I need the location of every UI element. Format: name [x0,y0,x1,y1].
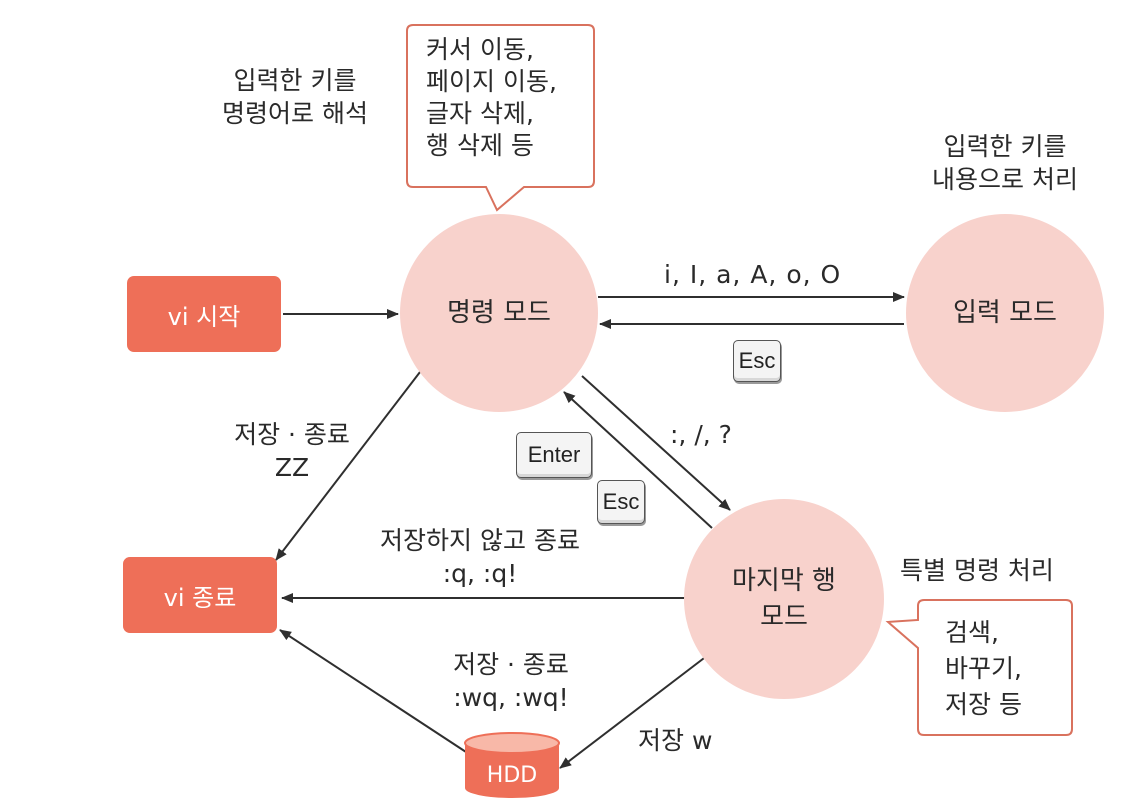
esc-insert-key: Esc [733,340,781,382]
save-w-label: 저장 w [638,726,713,755]
arrow-last-line-to-command [563,391,713,529]
insert-mode-label: 입력 모드 [953,298,1057,328]
insert-mode-node: 입력 모드 [906,214,1104,412]
vi-quit-label: vi 종료 [163,583,237,612]
save-quit-zz-label: 저장 · 종료 ZZ [212,418,372,484]
save-quit-zz-line-1: 저장 · 종료 [234,420,350,449]
command-interpret-line-2: 명령어로 해석 [222,99,368,128]
last-line-bubble-line-3: 저장 등 [945,690,1022,719]
command-bubble-line-1: 커서 이동, [426,35,534,64]
command-interpret-note: 입력한 키를 명령어로 해석 [200,64,390,130]
last-line-mode-label-1: 마지막 행 [732,566,836,596]
insert-interpret-line-1: 입력한 키를 [943,132,1067,161]
command-mode-node: 명령 모드 [400,214,598,412]
special-command-note: 특별 명령 처리 [900,556,1054,585]
command-bubble-text: 커서 이동, 페이지 이동, 글자 삭제, 행 삭제 등 [426,34,557,162]
arrow-command-to-last-line [581,375,731,511]
save-quit-zz-line-2: ZZ [274,453,310,482]
command-interpret-line-1: 입력한 키를 [233,66,357,95]
hdd-cylinder-icon [464,732,560,798]
quit-no-save-line-2: :q, :q! [442,559,518,588]
last-line-bubble-outline [885,599,1073,736]
save-quit-wq-line-2: :wq, :wq! [453,683,569,712]
arrow-hdd-to-quit [279,629,467,753]
quit-no-save-line-1: 저장하지 않고 종료 [380,526,580,555]
vi-start-label: vi 시작 [167,302,241,331]
enter-key: Enter [516,432,592,478]
insert-interpret-note: 입력한 키를 내용으로 처리 [905,130,1105,196]
quit-no-save-label: 저장하지 않고 종료 :q, :q! [360,524,600,590]
last-line-bubble-line-2: 바꾸기, [945,654,1022,683]
vi-quit-box: vi 종료 [123,557,277,633]
command-bubble-line-4: 행 삭제 등 [426,131,534,160]
command-bubble-outline [406,24,595,212]
command-bubble-line-3: 글자 삭제, [426,99,534,128]
vi-start-box: vi 시작 [127,276,281,352]
to-insert-keys-label: i, I, a, A, o, O [664,260,842,289]
save-quit-wq-line-1: 저장 · 종료 [453,650,569,679]
arrow-command-to-quit [275,371,421,561]
arrow-last-line-to-hdd [559,651,713,769]
to-last-line-keys-label: :, /, ? [670,420,732,449]
last-line-bubble-line-1: 검색, [945,618,999,647]
save-quit-wq-label: 저장 · 종료 :wq, :wq! [426,648,596,714]
esc-last-line-key: Esc [597,480,645,524]
command-mode-label: 명령 모드 [447,298,551,328]
last-line-bubble-text: 검색, 바꾸기, 저장 등 [945,615,1022,723]
command-bubble-line-2: 페이지 이동, [426,67,557,96]
insert-interpret-line-2: 내용으로 처리 [932,165,1078,194]
hdd-label: HDD [486,762,538,788]
last-line-mode-label-2: 모드 [760,602,808,632]
last-line-mode-node: 마지막 행 모드 [684,499,884,699]
